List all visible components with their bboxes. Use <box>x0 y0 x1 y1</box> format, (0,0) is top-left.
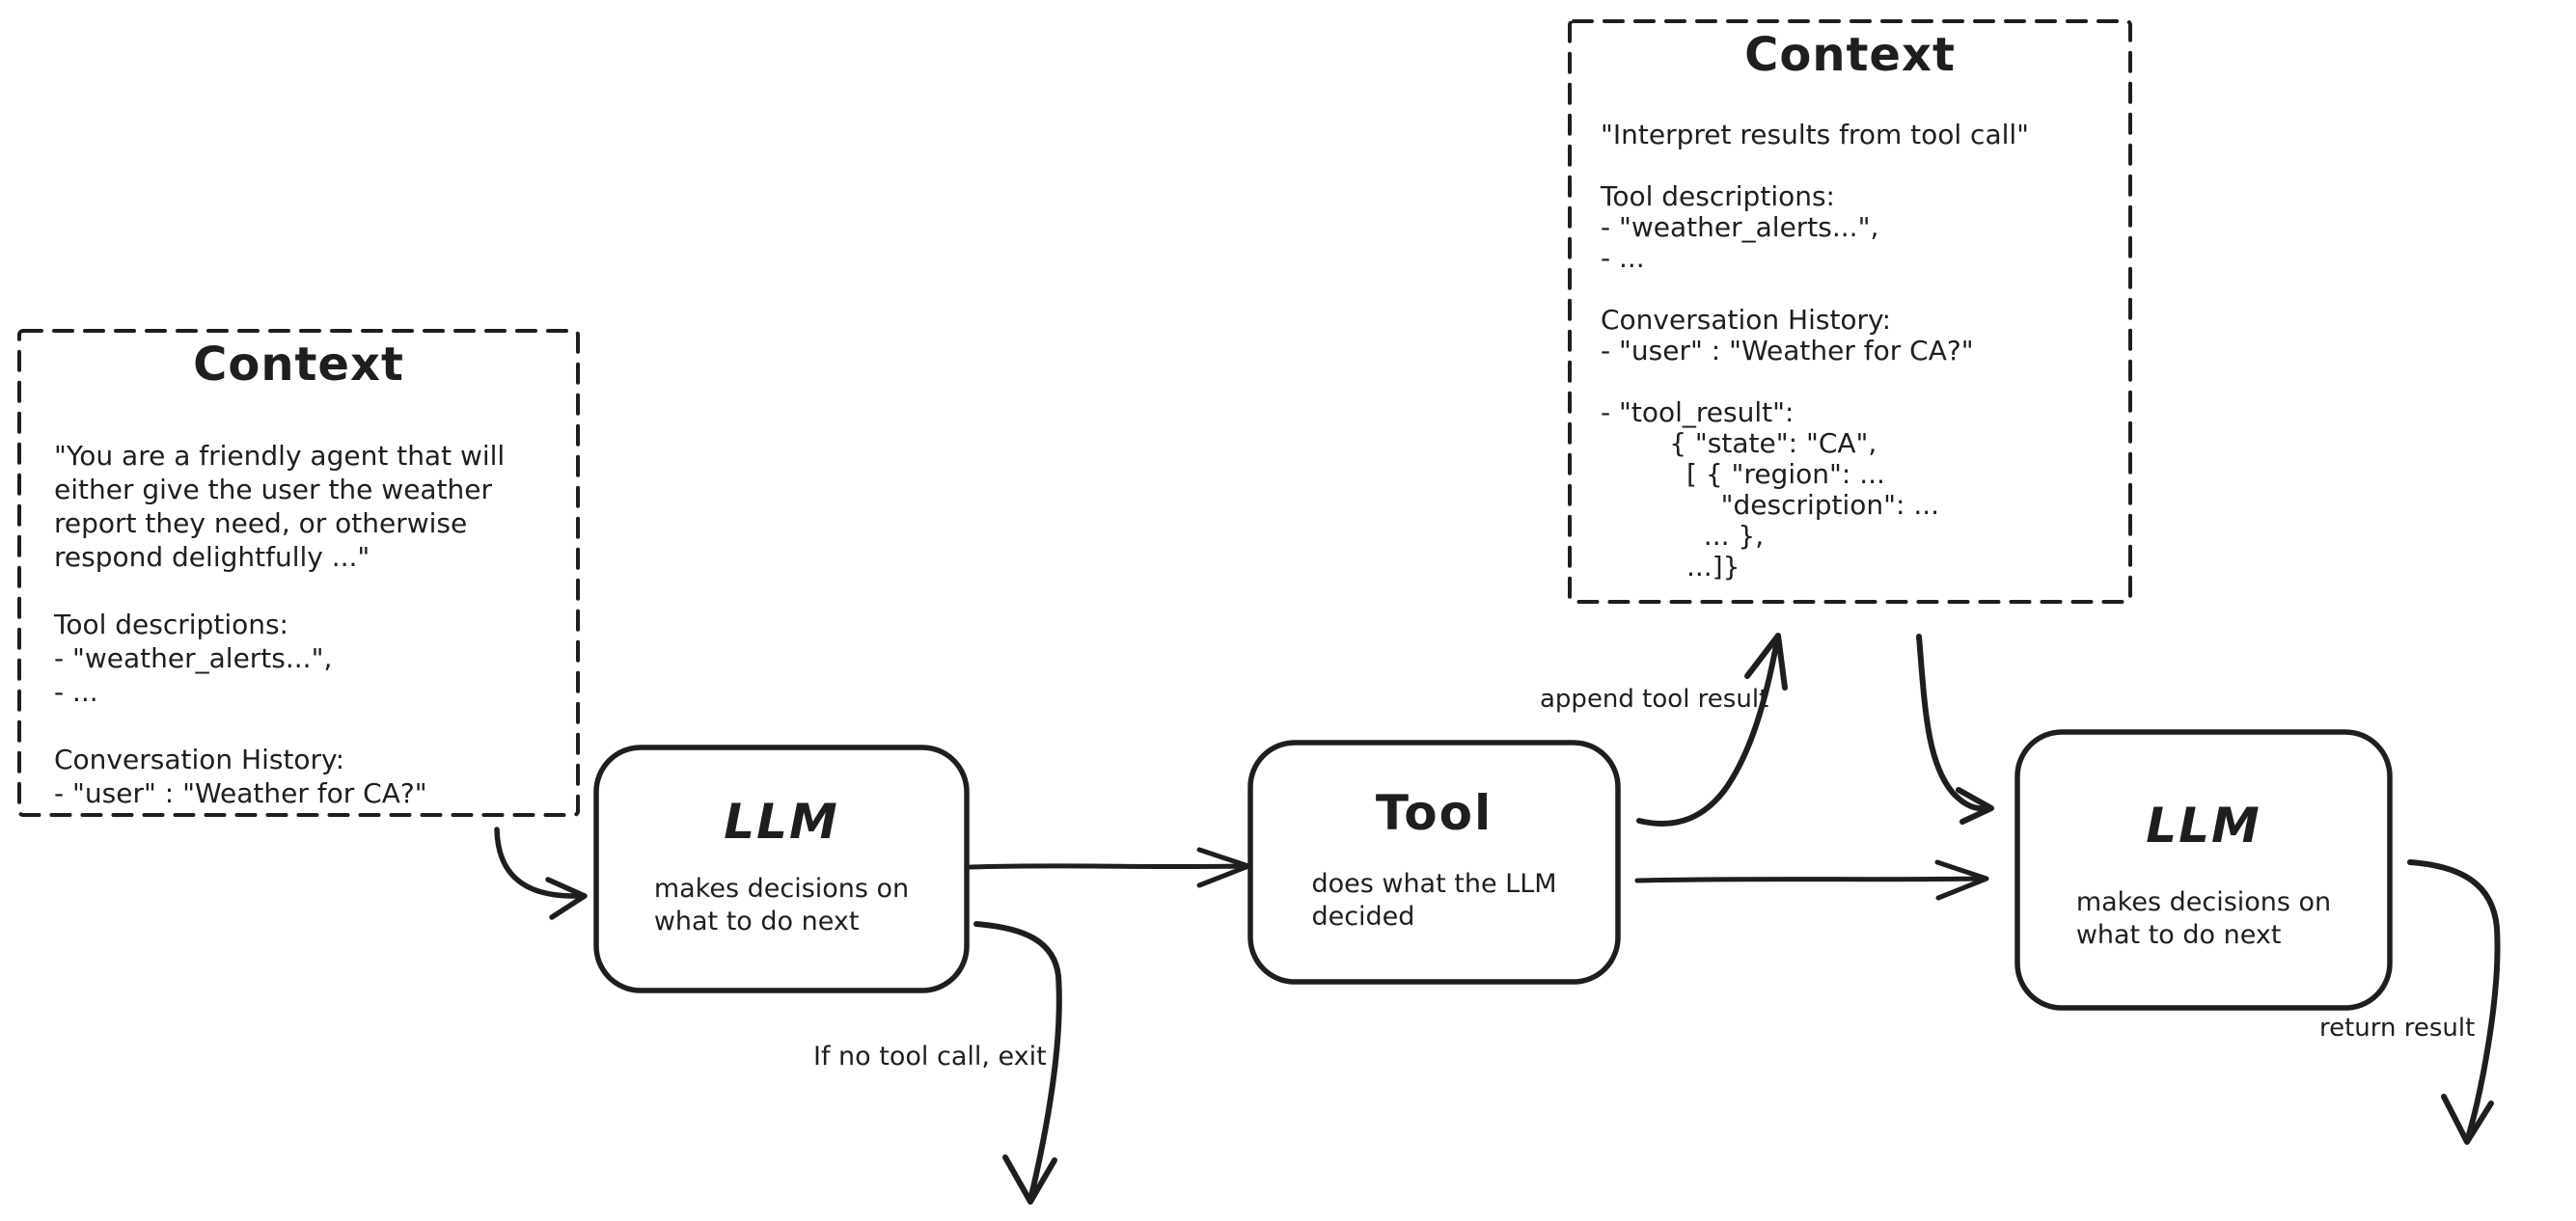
tool-border <box>1247 740 1621 985</box>
arrowhead-llm-first-to-tool <box>1196 847 1251 888</box>
context-right-border <box>1568 19 2132 604</box>
context-left-title: Context <box>193 338 404 392</box>
node-llm-first-title: LLM <box>724 794 839 850</box>
edge-label-if-no-tool-call-exit: If no tool call, exit <box>813 1042 1047 1072</box>
arrowhead-llm-second-return <box>2441 1094 2494 1145</box>
context-right-body: "Interpret results from tool call" Tool … <box>1601 119 2030 583</box>
node-tool-description: does what the LLM decided <box>1311 869 1557 932</box>
context-box-right: Context "Interpret results from tool cal… <box>1570 21 2130 602</box>
arrow-context-left-to-llm-first <box>494 827 580 899</box>
arrow-llm-second-return <box>2407 859 2501 1141</box>
arrowhead-context-right-to-llm-second <box>1956 787 1994 825</box>
arrowhead-llm-first-exit <box>1002 1154 1057 1205</box>
arrow-llm-first-exit <box>973 921 1062 1199</box>
arrowhead-context-left-to-llm-first <box>545 877 588 920</box>
node-llm-second-description: makes decisions on what to do next <box>2075 887 2332 950</box>
node-llm-second-title: LLM <box>2146 798 2261 854</box>
node-tool: Tool does what the LLM decided <box>1250 743 1618 982</box>
node-llm-first-description: makes decisions on what to do next <box>653 874 910 936</box>
context-right-title: Context <box>1744 28 1956 82</box>
llm-second-border <box>2014 729 2393 1011</box>
arrow-tool-to-context-right <box>1636 638 1780 827</box>
edge-label-return-result: return result <box>2319 1014 2476 1043</box>
node-llm-second: LLM makes decisions on what to do next <box>2017 732 2390 1008</box>
node-tool-title: Tool <box>1375 785 1494 841</box>
arrow-llm-first-to-tool <box>968 863 1246 870</box>
context-left-body: "You are a friendly agent that will eith… <box>54 440 506 809</box>
context-box-left: Context "You are a friendly agent that w… <box>19 331 578 815</box>
llm-first-border <box>593 745 970 993</box>
arrowhead-tool-to-context-right <box>1744 633 1788 691</box>
arrow-context-right-to-llm-second <box>1916 634 1988 812</box>
arrowhead-tool-to-llm-second <box>1934 859 1989 901</box>
arrow-tool-to-llm-second <box>1634 876 1983 883</box>
context-left-border <box>17 329 580 817</box>
node-llm-first: LLM makes decisions on what to do next <box>596 747 967 990</box>
edge-label-append-tool-result: append tool result <box>1540 685 1769 714</box>
